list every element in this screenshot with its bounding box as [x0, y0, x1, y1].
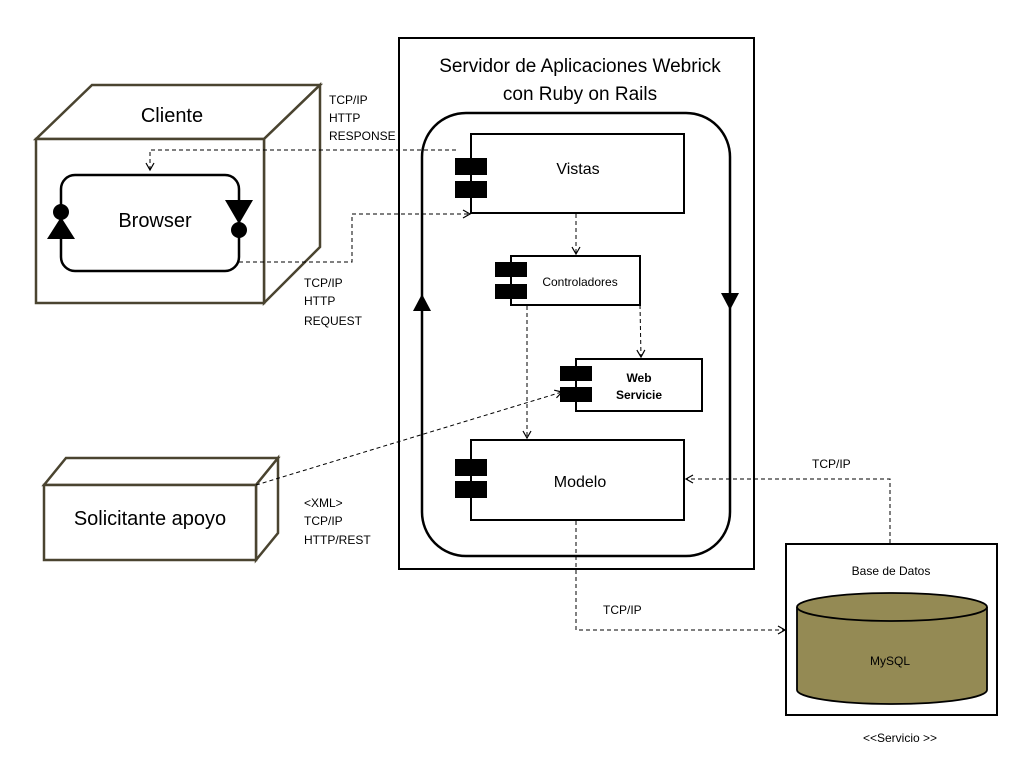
- requester-label: Solicitante apoyo: [74, 508, 226, 530]
- controladores-port-top-icon: [495, 262, 527, 277]
- browser-port-left-icon: [53, 204, 69, 220]
- vistas-label: Vistas: [556, 161, 599, 178]
- modelo-port-top-icon: [455, 459, 487, 476]
- request-connector: [239, 209, 472, 263]
- rest-label-line2: TCP/IP: [304, 514, 343, 528]
- response-connector: [145, 149, 456, 172]
- vistas-port-top-icon: [455, 158, 487, 175]
- web-service-label-line1: Web: [626, 371, 651, 385]
- database-stereotype: <<Servicio >>: [863, 731, 937, 745]
- web-service-label-line2: Servicie: [616, 388, 662, 402]
- controladores-label: Controladores: [542, 275, 617, 289]
- response-label-line3: RESPONSE: [329, 129, 396, 143]
- mysql-label: MySQL: [870, 654, 910, 668]
- mysql-cylinder-icon: [796, 592, 988, 705]
- client-title: Cliente: [141, 105, 203, 127]
- rest-connector: [255, 389, 564, 486]
- server-title-line2: con Ruby on Rails: [503, 84, 657, 105]
- rest-label-line3: HTTP/REST: [304, 533, 371, 547]
- modelo-port-bottom-icon: [455, 481, 487, 498]
- response-label-line2: HTTP: [329, 111, 360, 125]
- db-to-modelo-label: TCP/IP: [812, 457, 851, 471]
- db-to-modelo-connector: [684, 474, 891, 543]
- server-title-line1: Servidor de Aplicaciones Webrick: [439, 56, 721, 77]
- modelo-label: Modelo: [554, 474, 607, 491]
- browser-port-right-icon: [231, 222, 247, 238]
- web-service-port-top-icon: [560, 366, 592, 381]
- modelo-to-db-connector: [575, 521, 787, 635]
- browser-label: Browser: [118, 210, 192, 232]
- browser-down-arrow-icon: [225, 200, 253, 224]
- browser-up-arrow-icon: [47, 217, 75, 239]
- controladores-to-web-connector: [636, 304, 646, 359]
- controladores-port-bottom-icon: [495, 284, 527, 299]
- loop-up-arrow-icon: [413, 294, 431, 311]
- web-service-component: [575, 358, 703, 412]
- response-label-line1: TCP/IP: [329, 93, 368, 107]
- requester-node: [41, 454, 281, 564]
- vistas-component: [470, 133, 685, 214]
- loop-down-arrow-icon: [721, 293, 739, 310]
- modelo-to-db-label: TCP/IP: [603, 603, 642, 617]
- controladores-component: [510, 255, 641, 306]
- database-title: Base de Datos: [852, 564, 931, 578]
- request-label-line1: TCP/IP: [304, 276, 343, 290]
- request-label-line3: REQUEST: [304, 314, 363, 328]
- request-label-line2: HTTP: [304, 294, 335, 308]
- vistas-port-bottom-icon: [455, 181, 487, 198]
- rest-label-line1: <XML>: [304, 496, 343, 510]
- web-service-port-bottom-icon: [560, 387, 592, 402]
- modelo-component: [470, 439, 685, 521]
